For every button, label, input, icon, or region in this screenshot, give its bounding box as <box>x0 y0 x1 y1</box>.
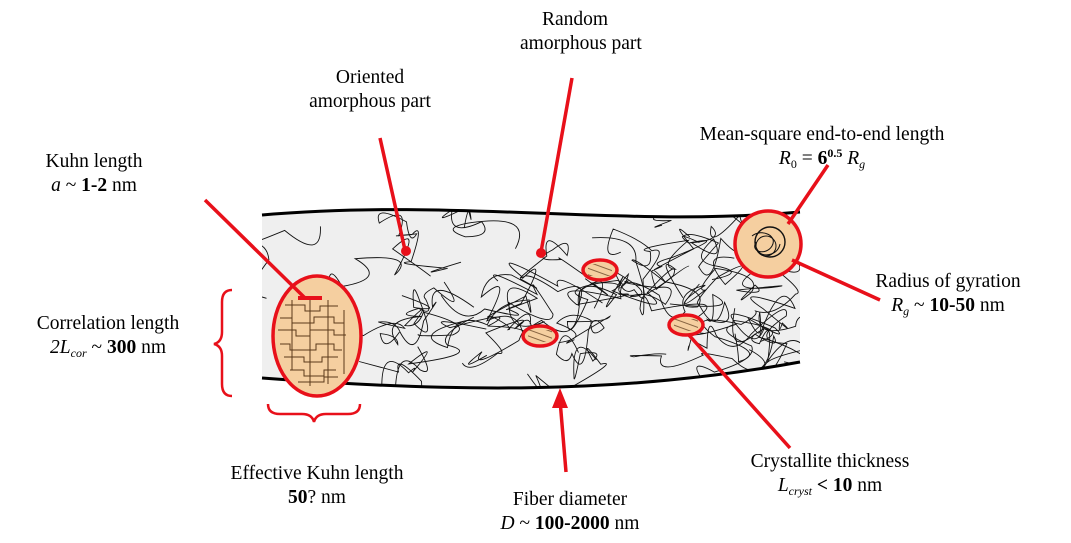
label-radius-of-gyration: Radius of gyration Rg ~ 10-50 nm <box>848 270 1048 318</box>
label-correlation-length: Correlation length 2Lcor ~ 300 nm <box>4 312 212 360</box>
label-fiber-diameter: Fiber diameter D ~ 100-2000 nm <box>470 488 670 536</box>
pointer-dot-random <box>536 248 546 258</box>
label-oriented-amorphous: Oriented amorphous part <box>285 66 455 114</box>
pointer-mean-square <box>788 165 828 224</box>
label-kuhn-length: Kuhn length a ~ 1-2 nm <box>14 150 174 198</box>
crystallite-1 <box>583 260 617 280</box>
pointer-dot-oriented <box>401 246 411 256</box>
label-mean-square-length: Mean-square end-to-end length R0 = 60.5 … <box>672 123 972 171</box>
crystallite-2 <box>523 326 557 346</box>
label-effective-kuhn-length: Effective Kuhn length 50? nm <box>182 462 452 510</box>
correlation-domain <box>273 276 361 396</box>
correlation-bracket <box>214 290 232 396</box>
crystallite-3 <box>669 315 703 335</box>
effective-kuhn-bracket <box>268 404 360 422</box>
label-crystallite-thickness: Crystallite thickness Lcryst < 10 nm <box>720 450 940 498</box>
pointer-fiber <box>560 400 566 472</box>
label-random-amorphous: Random amorphous part <box>520 8 630 56</box>
fiber-arrowhead <box>552 388 568 408</box>
